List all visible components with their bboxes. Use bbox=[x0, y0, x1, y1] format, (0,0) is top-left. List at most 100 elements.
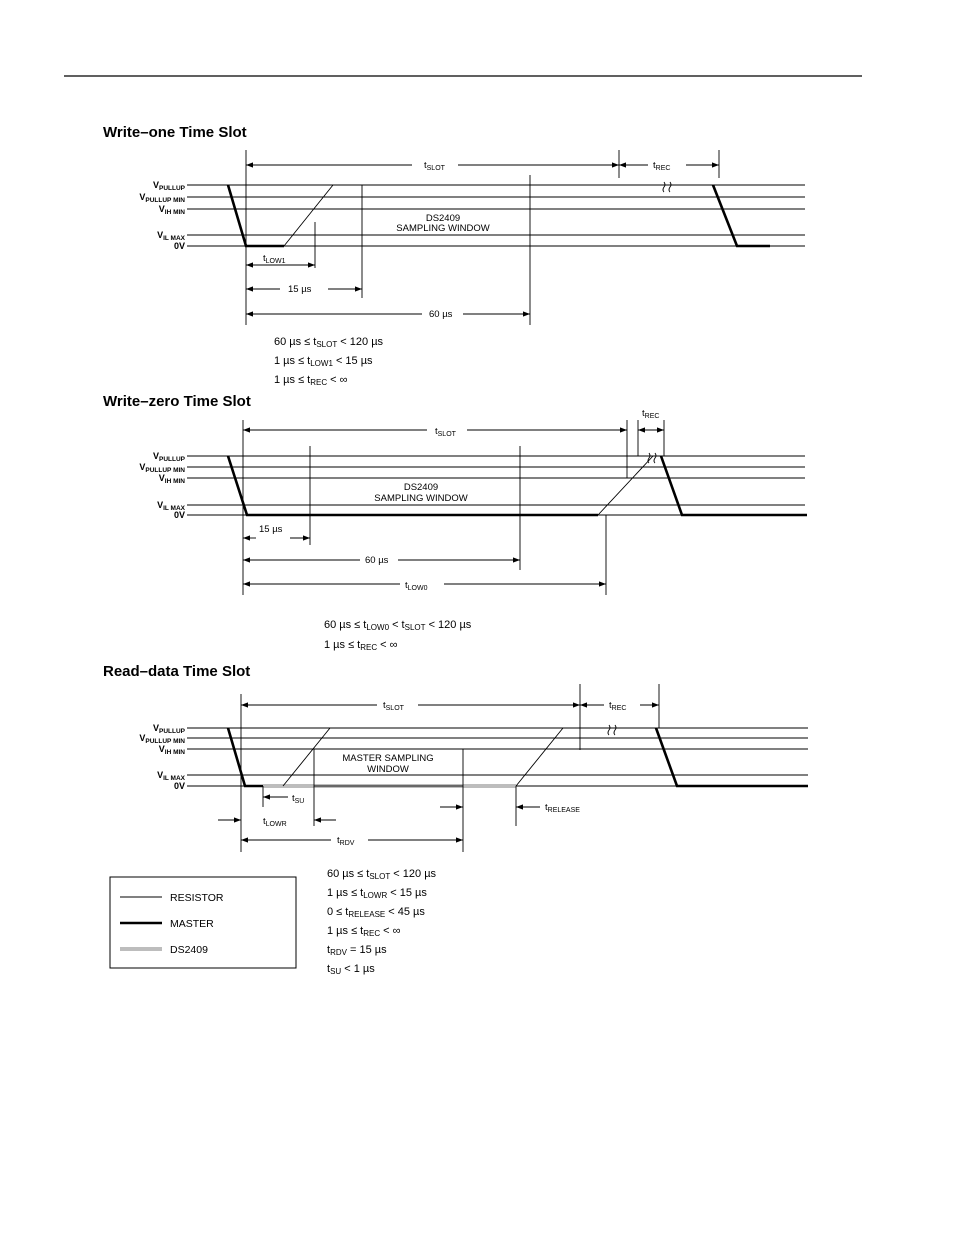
arrowhead bbox=[652, 702, 659, 708]
label-subscript: SLOT bbox=[438, 431, 457, 438]
label-main: V bbox=[153, 451, 159, 461]
arrowhead bbox=[620, 427, 627, 433]
label-main: t bbox=[337, 835, 340, 846]
equation-text: 1 µs ≤ t bbox=[274, 374, 310, 386]
label-subscript: PULLUP MIN bbox=[145, 738, 185, 745]
label-main: 60 µs bbox=[365, 555, 389, 566]
trec-label: tREC bbox=[642, 408, 659, 420]
section-title-read-data: Read–data Time Slot bbox=[103, 663, 250, 680]
arrowhead bbox=[612, 162, 619, 168]
break-mark bbox=[662, 181, 672, 193]
label-15us: 15 µs bbox=[259, 524, 283, 535]
arrowhead bbox=[243, 557, 250, 563]
equation-subscript: RELEASE bbox=[348, 910, 385, 919]
label-subscript: PULLUP MIN bbox=[145, 467, 185, 474]
tlowr-label: tLOWR bbox=[263, 816, 287, 828]
label-subscript: LOW0 bbox=[408, 585, 428, 592]
equation-subscript: LOW1 bbox=[310, 359, 333, 368]
equation-text: < ∞ bbox=[327, 374, 347, 386]
label-subscript: RELEASE bbox=[548, 807, 581, 814]
equation-read-data: 60 µs ≤ tSLOT < 120 µs bbox=[327, 868, 437, 881]
label-subscript: SLOT bbox=[386, 705, 405, 712]
equation-read-data: tSU < 1 µs bbox=[327, 963, 375, 976]
label-main: V bbox=[157, 770, 163, 780]
label-main: t bbox=[642, 408, 645, 419]
label-main: V bbox=[159, 204, 165, 214]
resistor-rise-2 bbox=[515, 727, 564, 787]
voltage-level-label: VIH MIN bbox=[159, 204, 186, 216]
window-label-line2: SAMPLING WINDOW bbox=[374, 493, 467, 504]
equation-write-one: 60 µs ≤ tSLOT < 120 µs bbox=[274, 336, 384, 349]
label-subscript: IL MAX bbox=[163, 505, 186, 512]
label-main: 0V bbox=[174, 510, 185, 520]
arrowhead bbox=[657, 427, 664, 433]
window-label-line1: MASTER SAMPLING bbox=[342, 753, 433, 764]
equation-read-data: tRDV = 15 µs bbox=[327, 944, 387, 957]
equation-text: < 15 µs bbox=[333, 355, 373, 367]
arrowhead bbox=[303, 535, 310, 541]
voltage-level-label: VPULLUP bbox=[153, 180, 186, 192]
arrowhead bbox=[712, 162, 719, 168]
label-60us: 60 µs bbox=[365, 555, 389, 566]
arrowhead bbox=[241, 837, 248, 843]
master-sampling-window bbox=[313, 748, 464, 787]
break-mark bbox=[607, 724, 617, 736]
window-label-line2: SAMPLING WINDOW bbox=[396, 223, 489, 234]
equation-write-one: 1 µs ≤ tLOW1 < 15 µs bbox=[274, 355, 373, 368]
voltage-level-label: 0V bbox=[174, 241, 185, 251]
label-subscript: PULLUP bbox=[159, 728, 186, 735]
arrowhead bbox=[513, 557, 520, 563]
tsu-label: tSU bbox=[292, 793, 304, 805]
legend-label-ds2409: DS2409 bbox=[170, 944, 208, 956]
tlow0-label: tLOW0 bbox=[405, 580, 428, 592]
voltage-level-label: VIH MIN bbox=[159, 744, 186, 756]
label-subscript: REC bbox=[645, 413, 660, 420]
trec-label: tREC bbox=[609, 700, 626, 712]
trdv-label: tRDV bbox=[337, 835, 355, 847]
label-subscript: LOW1 bbox=[266, 258, 286, 265]
label-main: V bbox=[157, 230, 163, 240]
label-subscript: PULLUP bbox=[159, 456, 186, 463]
label-main: t bbox=[405, 580, 408, 591]
arrowhead bbox=[243, 535, 250, 541]
tlow1-label: tLOW1 bbox=[263, 253, 286, 265]
equation-text: 60 µs ≤ t bbox=[274, 336, 316, 348]
equation-text: 1 µs ≤ t bbox=[324, 639, 360, 651]
section-title-write-zero: Write–zero Time Slot bbox=[103, 393, 251, 410]
trec-label: tREC bbox=[653, 160, 670, 172]
resistor-rise bbox=[597, 455, 654, 516]
label-subscript: IL MAX bbox=[163, 775, 186, 782]
resistor-rise bbox=[283, 184, 334, 247]
arrowhead bbox=[308, 262, 315, 268]
equation-text: < 15 µs bbox=[387, 887, 427, 899]
label-main: 15 µs bbox=[259, 524, 283, 535]
label-main: V bbox=[159, 744, 165, 754]
equation-subscript: RDV bbox=[330, 948, 348, 957]
label-subscript: PULLUP MIN bbox=[145, 197, 185, 204]
label-subscript: RDV bbox=[340, 840, 355, 847]
arrowhead bbox=[241, 702, 248, 708]
arrowhead bbox=[638, 427, 645, 433]
equation-text: < t bbox=[389, 619, 405, 631]
voltage-level-label: 0V bbox=[174, 781, 185, 791]
section-title-write-one: Write–one Time Slot bbox=[103, 124, 247, 141]
equation-text: < ∞ bbox=[380, 925, 400, 937]
label-main: t bbox=[292, 793, 295, 804]
equation-text: t bbox=[327, 944, 330, 956]
equation-read-data: 1 µs ≤ tLOWR < 15 µs bbox=[327, 887, 427, 900]
equation-text: < 1 µs bbox=[341, 963, 375, 975]
label-subscript: PULLUP bbox=[159, 185, 186, 192]
arrowhead bbox=[246, 262, 253, 268]
label-main: t bbox=[263, 253, 266, 264]
master-next-slot bbox=[654, 727, 808, 788]
arrowhead bbox=[246, 286, 253, 292]
voltage-level-label: 0V bbox=[174, 510, 185, 520]
equation-read-data: 1 µs ≤ tREC < ∞ bbox=[327, 925, 401, 938]
voltage-level-label: VIL MAX bbox=[157, 500, 186, 512]
window-label-line1: DS2409 bbox=[404, 482, 438, 493]
equation-write-one: 1 µs ≤ tREC < ∞ bbox=[274, 374, 348, 387]
master-pulldown bbox=[226, 727, 263, 788]
